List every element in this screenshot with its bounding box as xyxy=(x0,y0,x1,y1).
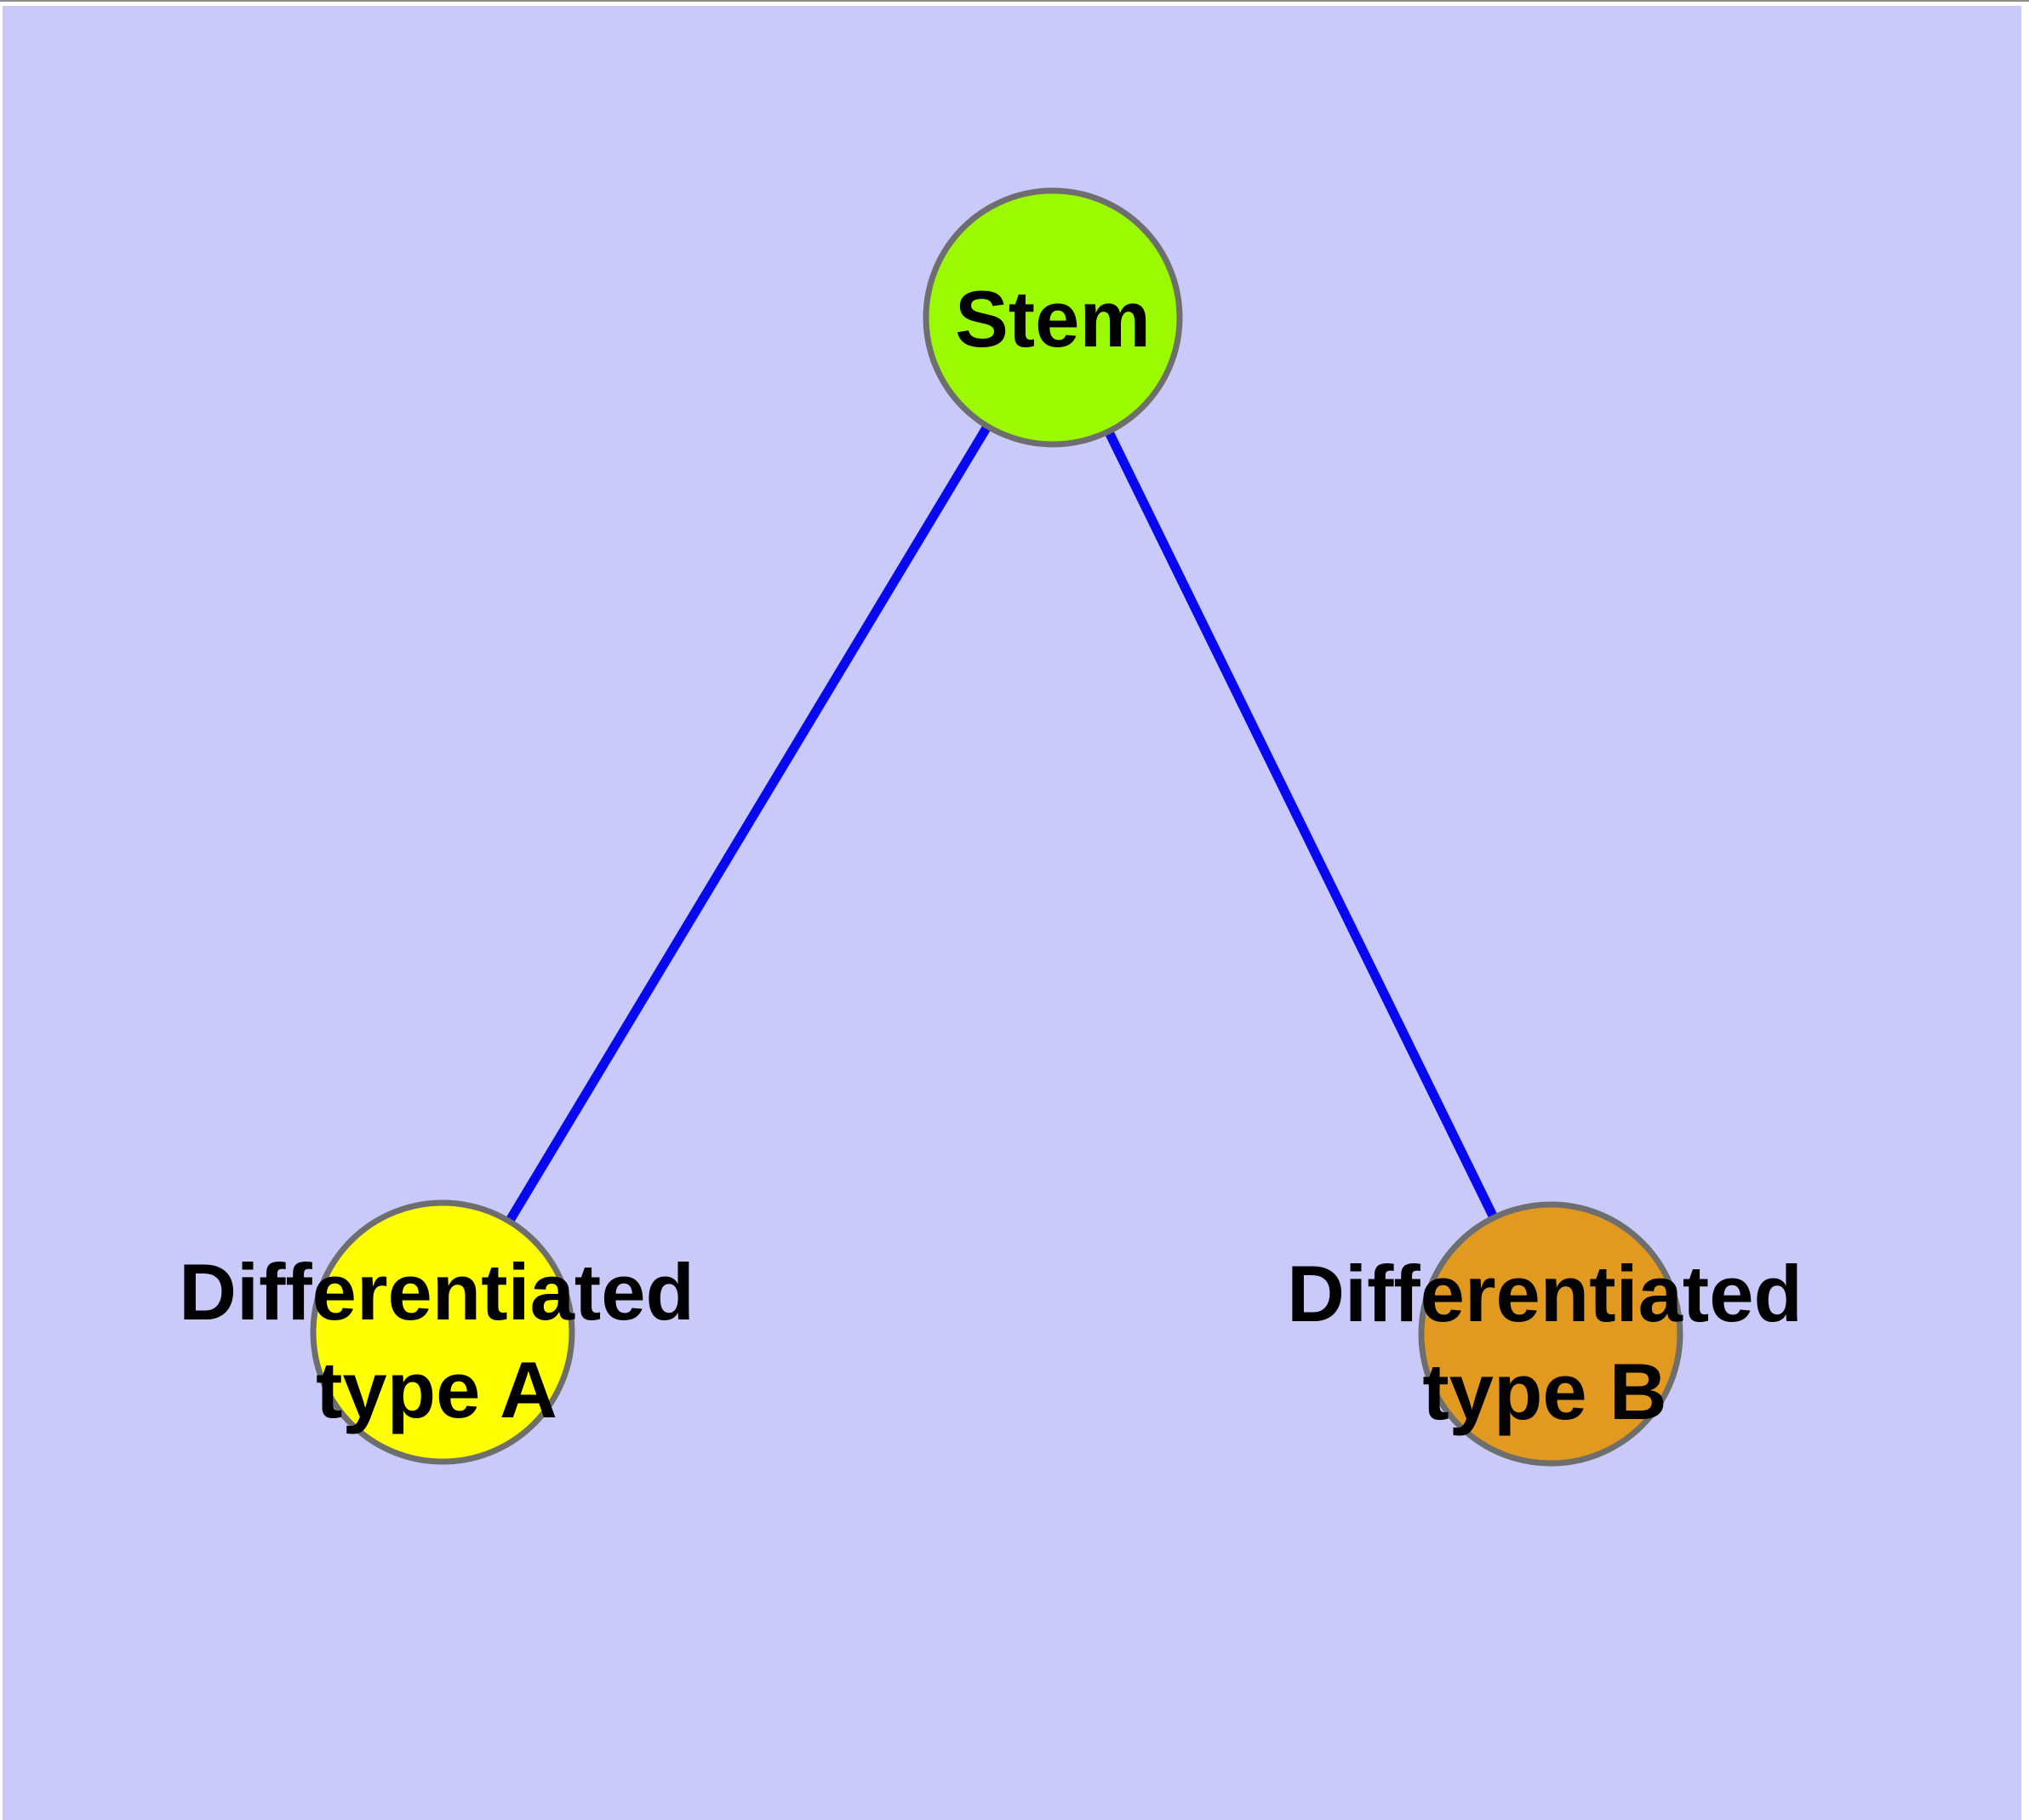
window-top-border xyxy=(0,0,2029,2)
edge-stem-to-type-a xyxy=(438,315,1057,1335)
graph-svg: Stem Differentiated type A Differentiate… xyxy=(3,6,2021,1820)
node-type-a-label-line1: Differentiated xyxy=(179,1247,694,1336)
edge-stem-to-type-b xyxy=(1049,315,1555,1336)
node-stem xyxy=(923,187,1183,448)
diagram-canvas: Stem Differentiated type A Differentiate… xyxy=(3,6,2021,1820)
node-differentiated-type-a xyxy=(310,1199,575,1465)
node-differentiated-type-b xyxy=(1418,1201,1683,1467)
node-type-a-label-line2: type A xyxy=(316,1345,557,1434)
node-stem-label: Stem xyxy=(955,274,1151,363)
node-type-b-label-line2: type B xyxy=(1422,1347,1666,1436)
node-type-b-label-line1: Differentiated xyxy=(1287,1249,1803,1338)
